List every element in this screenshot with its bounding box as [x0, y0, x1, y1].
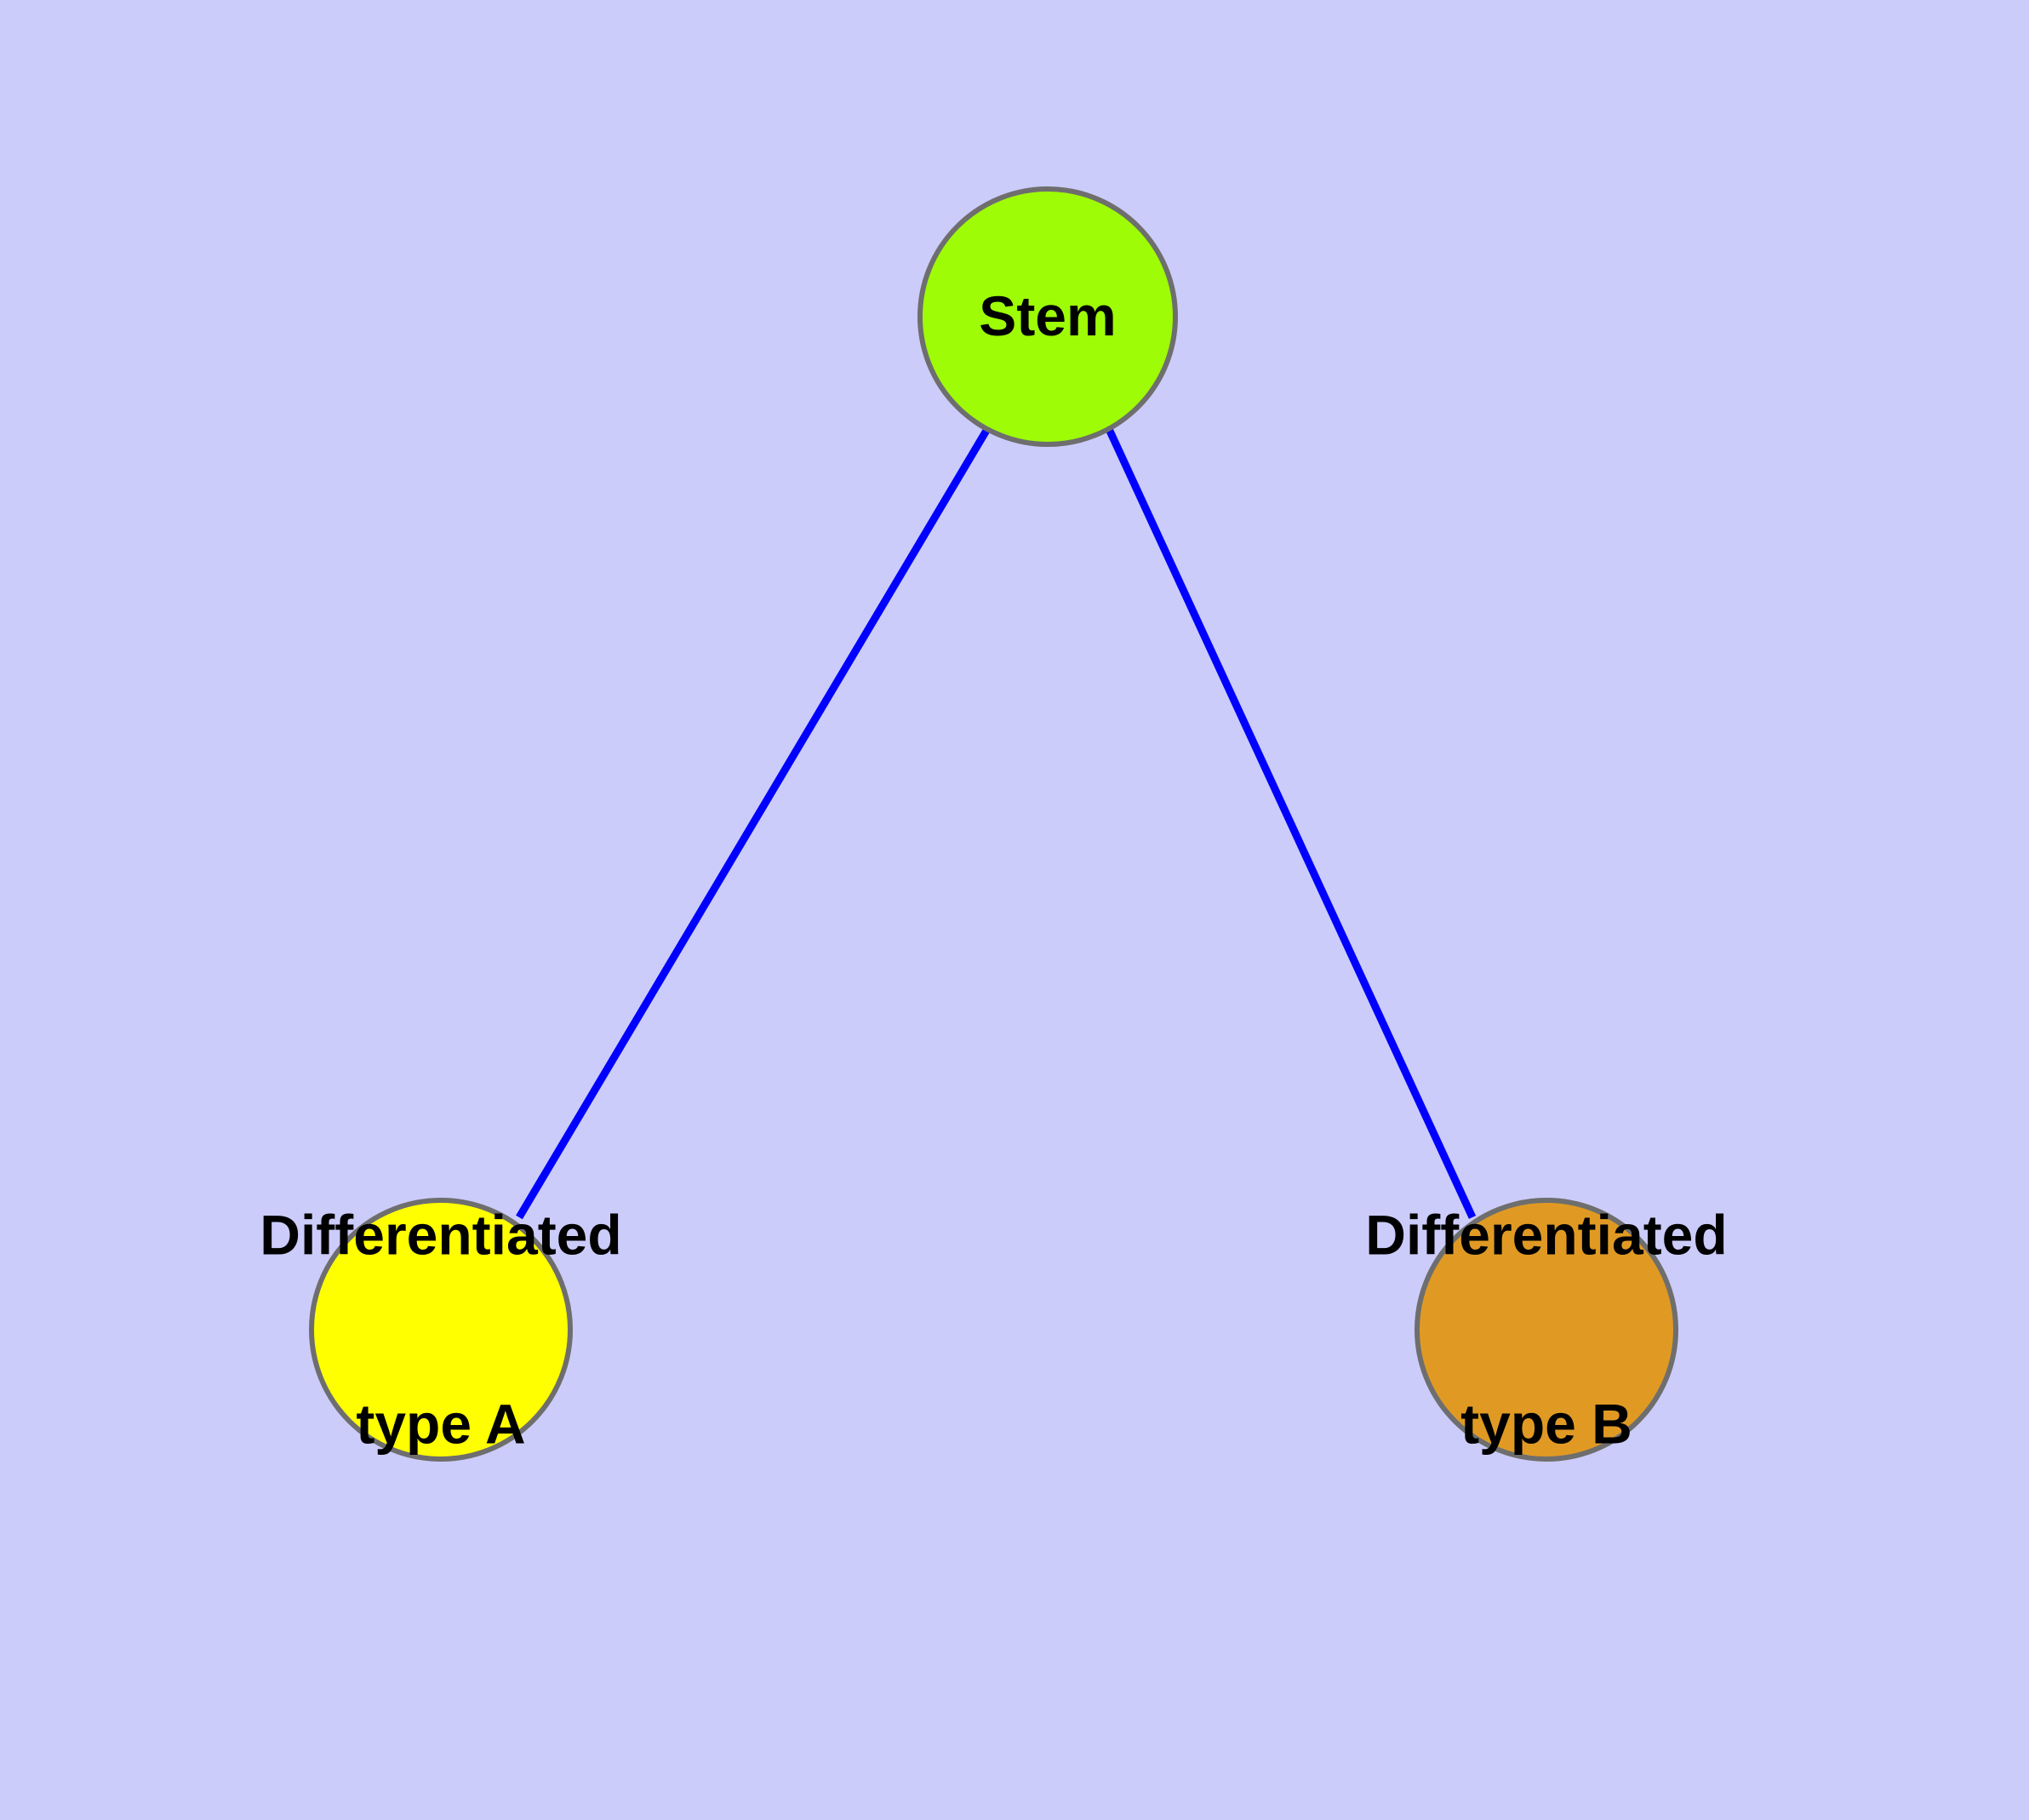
node-layer	[309, 186, 1678, 1462]
edge-layer	[516, 426, 1477, 1220]
edge-stem-diff-b	[1105, 427, 1477, 1219]
edge-stem-diff-a	[516, 426, 991, 1220]
node-diff-b[interactable]	[1415, 1198, 1678, 1462]
node-stem[interactable]	[917, 186, 1178, 447]
node-diff-a[interactable]	[309, 1198, 573, 1462]
